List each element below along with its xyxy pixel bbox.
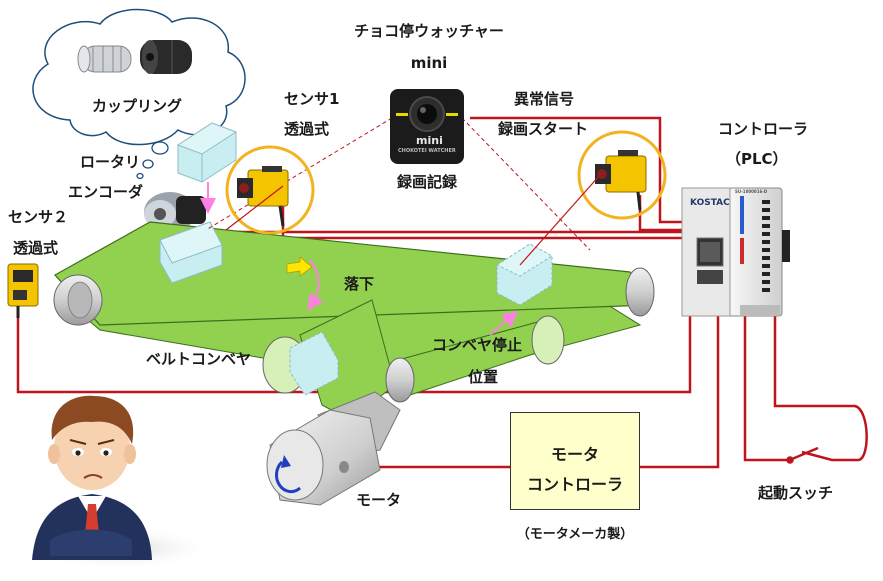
camera-face-logo: mini xyxy=(416,134,443,147)
motor-label: モータ xyxy=(356,491,402,509)
motor-icon xyxy=(266,409,381,506)
plc-model: SU-1000016-D xyxy=(735,189,768,194)
motor-controller-label-line2: コントローラ xyxy=(526,475,623,494)
encoder-housing xyxy=(176,122,238,183)
package-on-belt xyxy=(159,221,223,284)
motor-controller-box: モータ コントローラ xyxy=(510,412,640,510)
motor-controller-label-line1: モータ xyxy=(550,445,599,464)
rotary-encoder-icon xyxy=(144,192,206,232)
start-switch-label: 起動スッチ xyxy=(758,484,834,502)
package-falling xyxy=(289,331,339,396)
sensor2-icon xyxy=(7,263,39,318)
fall-label: 落下 xyxy=(344,275,375,293)
coupling-icon xyxy=(77,40,192,74)
motor-maker-label: （モータメーカ製） xyxy=(516,527,634,542)
belt-conveyor-label: ベルトコンベヤ xyxy=(146,350,252,368)
abnormal-signal-label-line1: 異常信号 xyxy=(514,90,575,108)
abnormal-signal-label-line2: 録画スタート xyxy=(498,120,589,138)
rotary-encoder-label-line1: ロータリ xyxy=(80,153,141,171)
sensor-right-beam xyxy=(519,174,601,266)
flow-arrows xyxy=(200,182,519,336)
sensor-right-icon xyxy=(577,130,667,220)
camera-face-sub: CHOKOTEI WATCHER xyxy=(398,148,456,154)
sensor1-label-line2: 透過式 xyxy=(284,120,330,138)
sensor2-label-line1: センサ２ xyxy=(8,208,69,226)
plc-controller-device xyxy=(681,187,790,317)
sensor1-icon xyxy=(225,145,315,235)
worried-person-illustration xyxy=(22,395,218,570)
plc-brand: KOSTAC xyxy=(690,198,730,208)
camera-title-line1: チョコ停ウォッチャー xyxy=(354,22,504,40)
conveyor-stop-label-line1: コンベヤ停止 xyxy=(432,336,523,354)
sensor1-beam xyxy=(225,185,284,231)
camera-rays xyxy=(205,117,591,251)
camera-title-line2: mini xyxy=(410,54,448,72)
start-switch-icon xyxy=(786,446,819,464)
thought-bubble-label: カップリング xyxy=(92,97,183,115)
controller-label-line2: （PLC） xyxy=(726,150,788,168)
camera-device xyxy=(390,89,464,164)
rotary-encoder-label-line2: エンコーダ xyxy=(68,183,144,201)
controller-label-line1: コントローラ xyxy=(718,120,809,138)
sensor2-label-line2: 透過式 xyxy=(13,239,59,257)
conveyor-stop-label-line2: 位置 xyxy=(468,368,499,386)
camera-record-label: 録画記録 xyxy=(396,173,458,191)
sensor1-label-line1: センサ1 xyxy=(284,90,340,108)
thought-bubble xyxy=(32,8,246,180)
